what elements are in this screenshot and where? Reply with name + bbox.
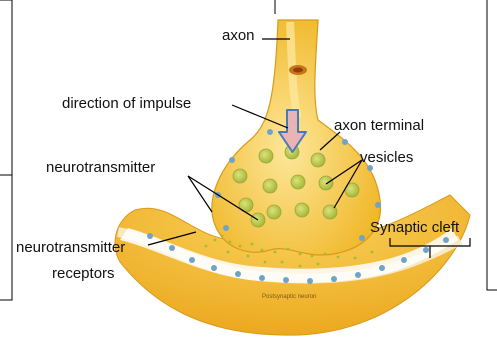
label-direction-of-impulse: direction of impulse <box>62 95 191 112</box>
vesicle <box>319 176 333 190</box>
label-vesicles: vesicles <box>360 149 413 166</box>
axon-cut-end-inner <box>293 68 303 73</box>
label-synaptic-cleft: Synaptic cleft <box>370 219 460 236</box>
vesicle <box>263 179 277 193</box>
vesicle <box>311 153 325 167</box>
vesicle <box>295 203 309 217</box>
label-receptors-line2: receptors <box>52 265 115 282</box>
vesicle <box>291 175 305 189</box>
label-receptors-line1: neurotransmitter <box>16 239 125 256</box>
vesicle <box>259 149 273 163</box>
label-neurotransmitter: neurotransmitter <box>46 159 155 176</box>
vesicle <box>267 205 281 219</box>
left-panel-frame <box>0 0 12 300</box>
label-axon: axon <box>222 27 255 44</box>
label-postsynaptic-neuron: Postsynaptic neuron <box>262 294 316 300</box>
label-axon-terminal: axon terminal <box>334 117 424 134</box>
vesicle <box>233 169 247 183</box>
